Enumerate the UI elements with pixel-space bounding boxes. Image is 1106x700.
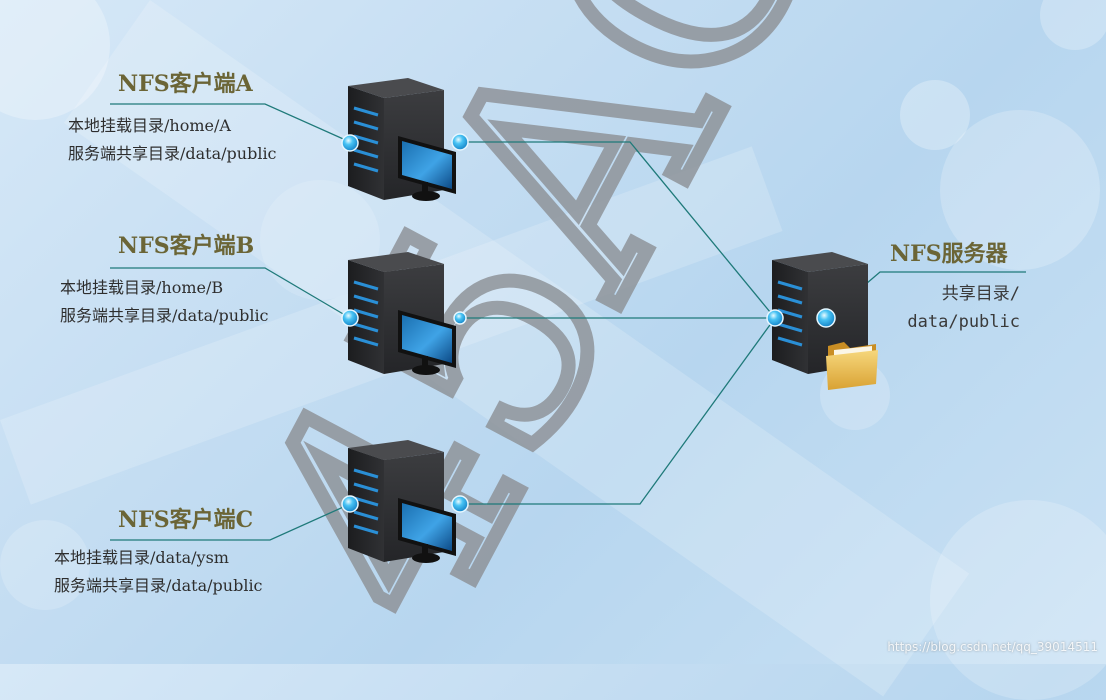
decor-bubble (900, 80, 970, 150)
client-c-share-dir: 服务端共享目录/data/public (54, 576, 263, 595)
connector-client-c (460, 317, 776, 505)
connector-layer (110, 78, 1026, 563)
client-c-mount-dir: 本地挂载目录/data/ysm (54, 548, 229, 567)
client-b-port-right (453, 311, 467, 325)
nfs-server-tower (772, 252, 878, 390)
client-a-port-right (451, 133, 469, 151)
folder-icon (826, 342, 878, 390)
client-a-port-left (341, 134, 359, 152)
server-detail: 共享目录/ data/public (880, 280, 1020, 336)
client-b-title: NFS客户端B (118, 233, 255, 259)
leader-client-c (110, 503, 351, 541)
client-b-share-dir: 服务端共享目录/data/public (60, 306, 269, 325)
nfs-server-icon (766, 252, 878, 390)
diagram-canvas: 45AC (0, 0, 1100, 664)
footer-url: https://blog.csdn.net/qq_39014511 (887, 640, 1098, 654)
leader-client-a (110, 103, 351, 143)
decor-bubble (940, 110, 1100, 270)
server-port-right (816, 308, 836, 328)
client-c-detail: 本地挂载目录/data/ysm 服务端共享目录/data/public (54, 544, 263, 600)
decor-bubble (0, 520, 90, 610)
client-a-title: NFS客户端A (118, 71, 253, 97)
leader-client-b (110, 267, 351, 319)
client-a-mount-dir: 本地挂载目录/home/A (68, 116, 231, 135)
client-a-detail: 本地挂载目录/home/A 服务端共享目录/data/public (68, 112, 277, 168)
client-c-title: NFS客户端C (118, 507, 254, 533)
client-b-mount-dir: 本地挂载目录/home/B (60, 278, 224, 297)
server-port-left (766, 309, 784, 327)
client-b-detail: 本地挂载目录/home/B 服务端共享目录/data/public (60, 274, 269, 330)
monitor-icon (398, 310, 456, 375)
client-b-server-icon (348, 252, 456, 375)
connector-client-a (460, 141, 776, 319)
monitor-icon (398, 136, 456, 201)
client-a-server-icon (348, 78, 456, 201)
server-title: NFS服务器 (890, 241, 1008, 267)
server-share-path: data/public (907, 312, 1020, 332)
client-c-server-icon (348, 440, 456, 563)
client-c-port-left (341, 495, 359, 513)
monitor-icon (398, 498, 456, 563)
server-share-label: 共享目录/ (941, 284, 1020, 304)
client-c-port-right (451, 495, 469, 513)
client-a-share-dir: 服务端共享目录/data/public (68, 144, 277, 163)
client-b-port-left (341, 309, 359, 327)
